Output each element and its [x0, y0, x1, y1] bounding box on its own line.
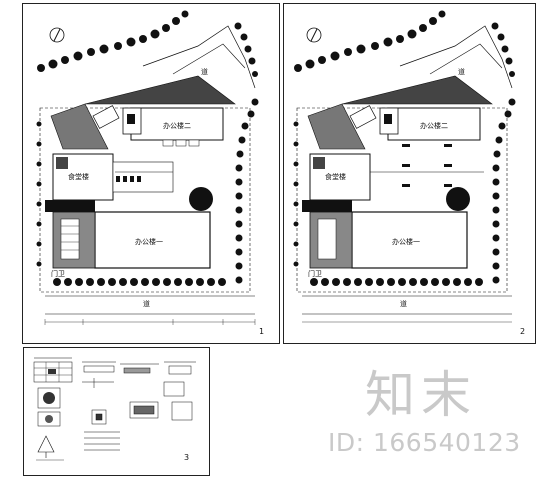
building-one-label: 办公楼一	[135, 237, 163, 246]
drawing-sheet-1: 道 办公楼二 食堂楼 办公楼一 门卫	[22, 3, 280, 344]
gate-label: 门卫	[51, 269, 65, 278]
sheet-number: 1	[259, 327, 264, 336]
north-arrow-icon	[306, 27, 322, 43]
legend-table	[33, 357, 73, 427]
gate-label: 门卫	[308, 269, 322, 278]
north-arrow-icon	[49, 27, 65, 43]
footing-details	[84, 401, 193, 451]
road-label-top: 道	[201, 67, 208, 76]
building-one-label: 办公楼一	[392, 237, 420, 246]
section-details	[82, 361, 196, 397]
hall-label: 食堂楼	[68, 172, 89, 181]
tree-detail-icon	[36, 435, 64, 461]
hall-label: 食堂楼	[325, 172, 346, 181]
building-two-label: 办公楼二	[163, 121, 191, 130]
watermark-brand: 知末	[365, 366, 477, 424]
sheet-number: 3	[184, 453, 189, 462]
watermark-id: ID: 166540123	[328, 428, 521, 457]
site-plan-2: 道 办公楼二 食堂楼 办公楼一 门卫	[293, 10, 525, 336]
road-label-bottom: 道	[143, 299, 150, 308]
sheet-number: 2	[520, 327, 525, 336]
drawing-sheet-2: 道 办公楼二 食堂楼 办公楼一 门卫	[283, 3, 536, 344]
road-label-bottom: 道	[400, 299, 407, 308]
building-two-label: 办公楼二	[420, 121, 448, 130]
site-plan-1: 道 办公楼二 食堂楼 办公楼一 门卫	[36, 10, 264, 336]
road-label-top: 道	[458, 67, 465, 76]
drawing-sheet-3: 3	[23, 347, 210, 476]
detail-sheet: 3	[33, 357, 196, 462]
